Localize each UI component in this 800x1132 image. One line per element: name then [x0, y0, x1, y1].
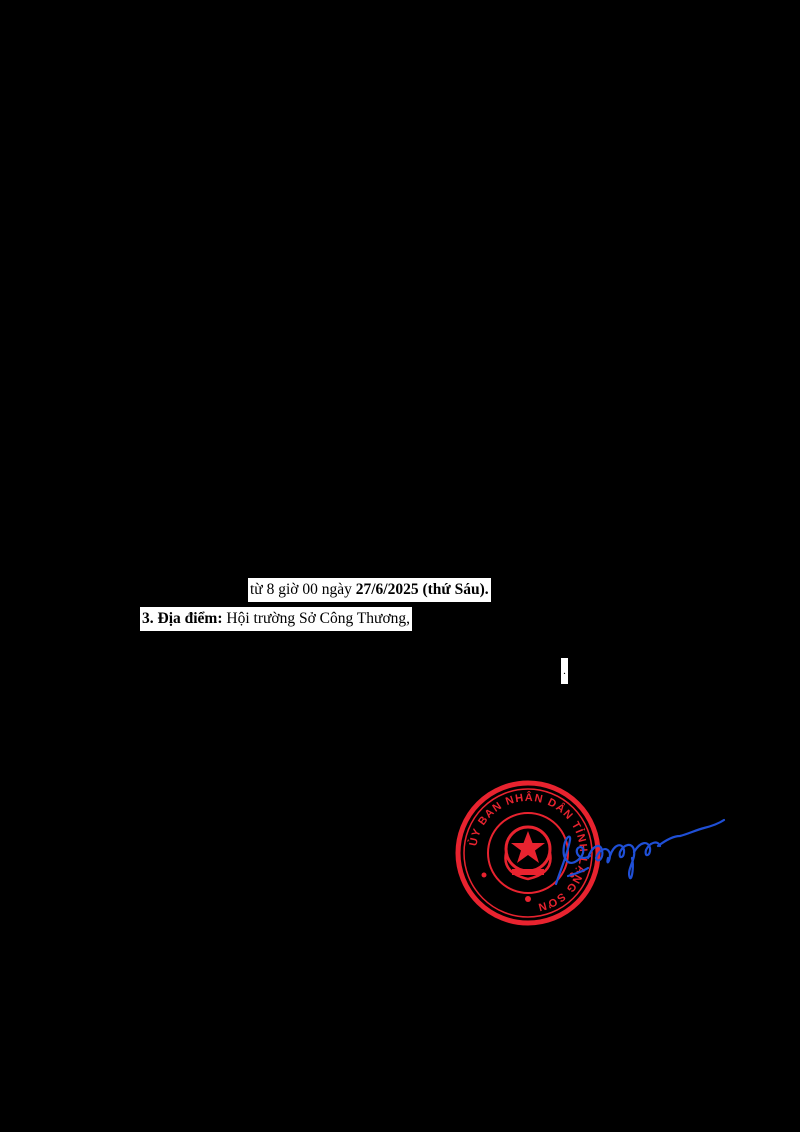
meeting-place-line: 3. Địa điểm: Hội trường Sở Công Thương, — [140, 607, 413, 631]
meeting-place-label: 3. Địa điểm: — [142, 610, 223, 627]
meeting-date: 27/6/2025 (thứ Sáu). — [355, 581, 489, 598]
meeting-time-line: từ 8 giờ 00 ngày 27/6/2025 (thứ Sáu). — [248, 578, 491, 602]
meeting-time-prefix: từ 8 giờ 00 ngày — [250, 581, 356, 598]
text-fragment: . — [561, 658, 568, 684]
handwritten-signature — [554, 818, 726, 886]
meeting-place-value: Hội trường Sở Công Thương, — [222, 610, 411, 627]
